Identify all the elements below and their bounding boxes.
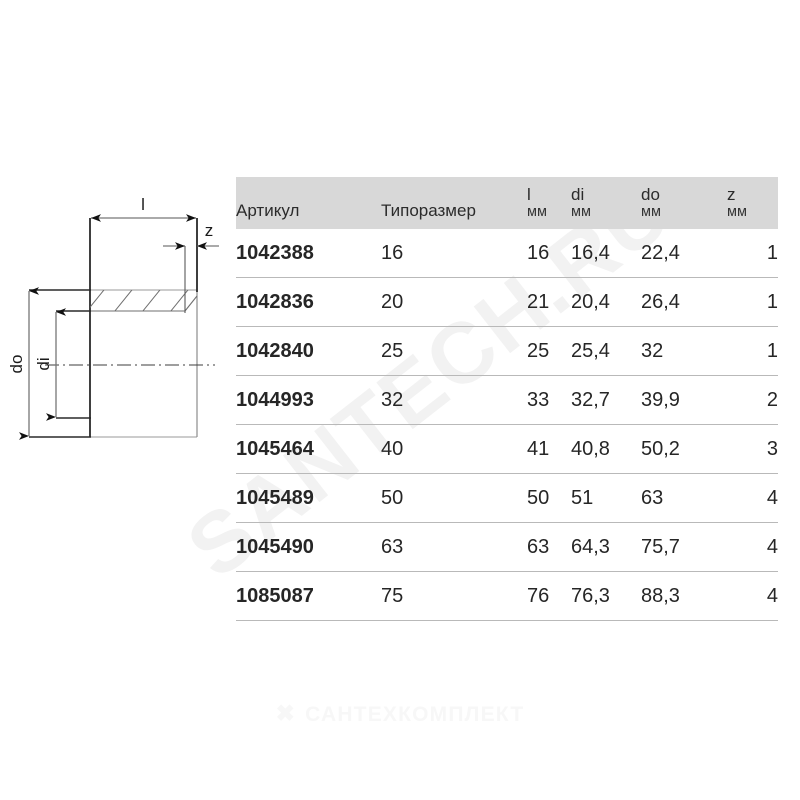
cell-di: 64,3 bbox=[571, 522, 641, 572]
cell-do: 26,4 bbox=[641, 277, 727, 327]
column-header-do-symbol: do bbox=[641, 184, 660, 204]
fitting-body-outline bbox=[89, 218, 198, 438]
cell-do: 32 bbox=[641, 326, 727, 376]
column-header-z: z мм bbox=[727, 177, 778, 229]
cell-size: 40 bbox=[381, 424, 527, 474]
cell-article: 1045490 bbox=[236, 522, 381, 572]
cell-do: 39,9 bbox=[641, 375, 727, 425]
column-header-article: Артикул bbox=[236, 177, 381, 229]
dimension-l: l bbox=[91, 195, 196, 222]
cell-z: 1 bbox=[727, 277, 778, 327]
cell-article: 1045489 bbox=[236, 473, 381, 523]
column-header-di-symbol: di bbox=[571, 184, 585, 204]
technical-drawing: l z do di bbox=[0, 180, 236, 470]
table-row: 1042388 16 16 16,4 22,4 1 bbox=[236, 229, 778, 278]
cell-z: 1 bbox=[766, 241, 778, 264]
cell-do: 75,7 bbox=[641, 522, 727, 572]
fitting-diagram-svg: l z do di bbox=[7, 195, 219, 440]
cell-size: 50 bbox=[381, 473, 527, 523]
cell-di: 20,4 bbox=[571, 277, 641, 327]
cell-article: 1044993 bbox=[236, 375, 381, 425]
cell-l: 50 bbox=[527, 473, 571, 523]
cell-l: 25 bbox=[527, 326, 571, 376]
section-hatch bbox=[90, 290, 196, 311]
cell-z: 4 bbox=[727, 473, 778, 523]
column-header-l-symbol: l bbox=[527, 184, 531, 204]
cell-do: 63 bbox=[641, 473, 727, 523]
cell-size: 32 bbox=[381, 375, 527, 425]
cell-di: 16,4 bbox=[571, 241, 610, 264]
cell-l: 63 bbox=[527, 522, 571, 572]
dimension-di: di bbox=[34, 308, 91, 421]
cell-size: 25 bbox=[381, 326, 527, 376]
cell-l: 33 bbox=[527, 375, 571, 425]
column-header-z-unit: мм bbox=[727, 203, 747, 220]
dimension-label-l: l bbox=[141, 195, 145, 214]
cell-article: 1042836 bbox=[236, 277, 381, 327]
cell-di: 40,8 bbox=[571, 424, 641, 474]
table-header-row: Артикул Типоразмер l мм di мм bbox=[236, 177, 778, 229]
cell-di: 25,4 bbox=[571, 326, 641, 376]
watermark-logo-icon: ✖ bbox=[275, 700, 297, 726]
watermark-bottom: ✖ САНТЕХКОМПЛЕКТ bbox=[0, 700, 800, 727]
cell-article: 1042388 bbox=[236, 241, 314, 264]
cell-z: 4 bbox=[727, 571, 778, 620]
cell-di: 32,7 bbox=[571, 375, 641, 425]
cell-di: 76,3 bbox=[571, 571, 641, 620]
cell-size: 16 bbox=[381, 241, 404, 264]
cell-l: 41 bbox=[527, 424, 571, 474]
column-header-article-label: Артикул bbox=[236, 200, 300, 220]
column-header-l: l мм bbox=[527, 177, 571, 229]
column-header-di: di мм bbox=[571, 177, 641, 229]
cell-do: 50,2 bbox=[641, 424, 727, 474]
cell-l: 76 bbox=[527, 571, 571, 620]
column-header-di-unit: мм bbox=[571, 203, 591, 220]
column-header-size: Типоразмер bbox=[381, 177, 527, 229]
specification-table: Артикул Типоразмер l мм di мм bbox=[236, 177, 778, 621]
dimension-do: do bbox=[7, 287, 91, 440]
dimension-label-z: z bbox=[205, 221, 214, 240]
cell-do: 88,3 bbox=[641, 571, 727, 620]
cell-size: 20 bbox=[381, 277, 527, 327]
cell-z: 3 bbox=[727, 424, 778, 474]
dimension-label-di: di bbox=[34, 357, 53, 370]
cell-size: 75 bbox=[381, 571, 527, 620]
cell-z: 2 bbox=[727, 375, 778, 425]
table-header: Артикул Типоразмер l мм di мм bbox=[236, 177, 778, 229]
dimension-label-do: do bbox=[7, 355, 26, 374]
cell-l: 21 bbox=[527, 277, 571, 327]
cell-do: 22,4 bbox=[641, 241, 680, 264]
cell-l: 16 bbox=[527, 241, 550, 264]
cell-z: 1 bbox=[727, 326, 778, 376]
cell-article: 1042840 bbox=[236, 326, 381, 376]
column-header-do-unit: мм bbox=[641, 203, 661, 220]
column-header-z-symbol: z bbox=[727, 184, 736, 204]
table-bottom-rule bbox=[236, 620, 778, 621]
cell-article: 1045464 bbox=[236, 424, 381, 474]
column-header-do: do мм bbox=[641, 177, 727, 229]
cell-article: 1085087 bbox=[236, 571, 381, 620]
watermark-bottom-text: САНТЕХКОМПЛЕКТ bbox=[305, 703, 525, 726]
cell-z: 4 bbox=[727, 522, 778, 572]
column-header-l-unit: мм bbox=[527, 203, 547, 220]
column-header-size-label: Типоразмер bbox=[381, 200, 476, 220]
spec-table-element: Артикул Типоразмер l мм di мм bbox=[236, 177, 778, 620]
cell-di: 51 bbox=[571, 473, 641, 523]
dimension-z: z bbox=[163, 221, 219, 313]
cell-size: 63 bbox=[381, 522, 527, 572]
